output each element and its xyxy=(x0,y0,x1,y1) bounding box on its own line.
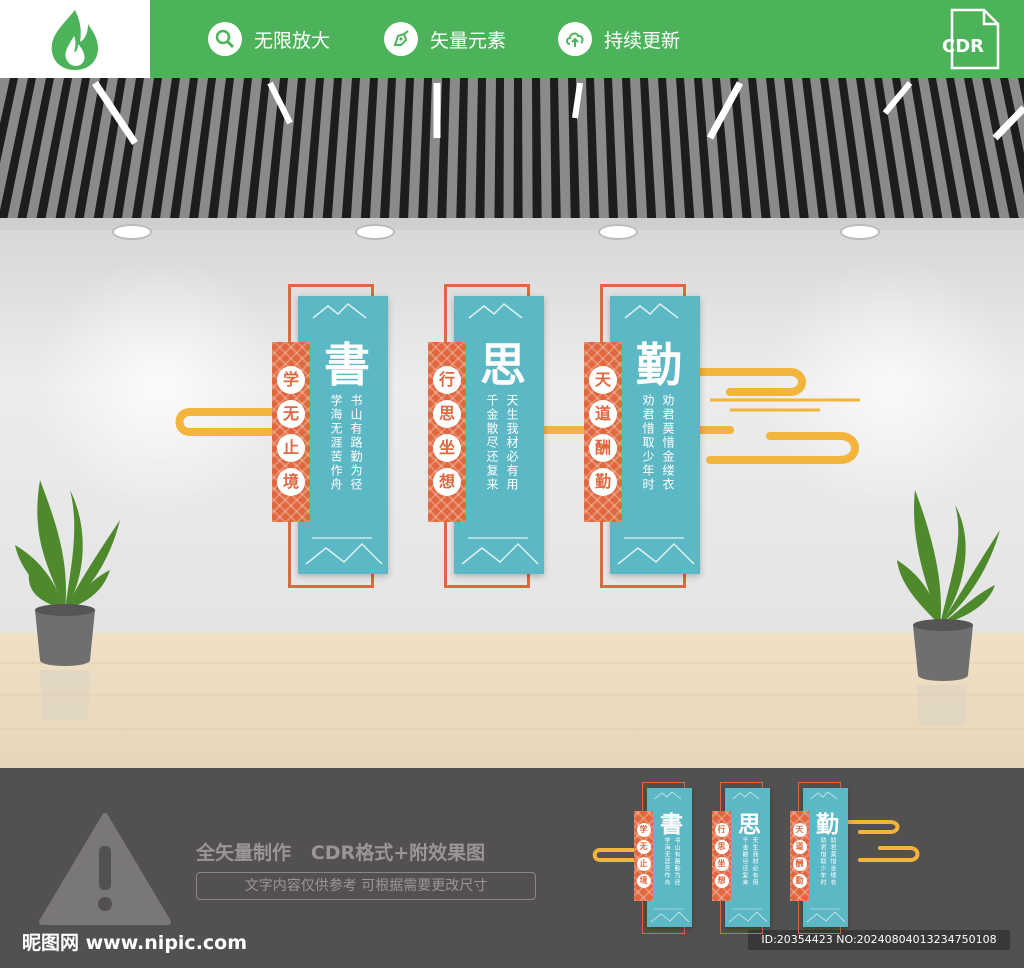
mountain-motif xyxy=(312,303,367,319)
ceiling-slats xyxy=(0,78,1024,218)
mini-side-char: 坐 xyxy=(714,857,729,871)
mini-big-character: 思 xyxy=(738,810,761,838)
side-char: 境 xyxy=(277,468,305,496)
mini-side-char: 酬 xyxy=(792,857,807,871)
mini-big-character: 勤 xyxy=(816,810,839,838)
mini-big-character: 書 xyxy=(660,810,683,838)
panel-2: 行思坐想思天生我材必有用千金散尽还复来 xyxy=(424,284,564,594)
mini-wave-motif xyxy=(728,908,768,923)
mini-wave-motif xyxy=(806,908,846,923)
poem-line: 天生我材必有用 xyxy=(505,394,519,492)
mini-panel-1: 学无止境 書书山有路勤为径学海无涯苦作舟 xyxy=(632,782,702,937)
feature-update: 持续更新 xyxy=(558,20,680,58)
ceiling-light-2 xyxy=(355,224,395,240)
poem-line: 书山有路勤为径 xyxy=(349,394,363,492)
site-logo[interactable] xyxy=(0,0,150,78)
mini-poem-line: 学海无涯苦作舟 xyxy=(663,837,670,886)
mini-side-char: 行 xyxy=(714,823,729,837)
mini-side-char: 无 xyxy=(636,840,651,854)
mini-cloud-lines xyxy=(592,820,920,862)
mini-wave-motif xyxy=(650,908,690,923)
cloud-upload-icon xyxy=(558,22,592,56)
mini-poem-line: 书山有路勤为径 xyxy=(673,837,680,886)
feature-zoom-label: 无限放大 xyxy=(254,29,331,52)
mini-teal-board xyxy=(803,788,848,927)
potted-plant-right xyxy=(897,490,1000,725)
mountain-motif xyxy=(624,303,679,319)
poem-line: 劝君惜取少年时 xyxy=(641,394,655,492)
mini-teal-board xyxy=(725,788,770,927)
mini-poem-line: 劝君惜取少年时 xyxy=(819,837,826,886)
mini-side-char: 道 xyxy=(792,840,807,854)
teal-board xyxy=(454,296,544,574)
poem-line: 学海无涯苦作舟 xyxy=(329,394,343,492)
magnifier-icon xyxy=(208,22,242,56)
mini-mountain-motif xyxy=(654,791,682,800)
mini-side-char: 思 xyxy=(714,840,729,854)
mini-side-char: 勤 xyxy=(792,874,807,888)
mini-panel-2: 行思坐想思天生我材必有用千金散尽还复来 xyxy=(710,782,780,937)
mini-side-char: 学 xyxy=(636,823,651,837)
cdr-badge-label: CDR xyxy=(942,36,985,57)
image-id-line: ID:20354423 NO:20240804013234750108 xyxy=(748,930,1010,950)
side-char: 止 xyxy=(277,434,305,462)
side-char: 思 xyxy=(433,400,461,428)
side-char: 天 xyxy=(589,366,617,394)
ceiling-light-3 xyxy=(598,224,638,240)
mini-teal-board xyxy=(647,788,692,927)
mini-poem-line: 天生我材必有用 xyxy=(751,837,758,886)
mini-side-char: 天 xyxy=(792,823,807,837)
side-char: 勤 xyxy=(589,468,617,496)
ceiling-light-1 xyxy=(112,224,152,240)
feature-update-label: 持续更新 xyxy=(604,29,681,52)
side-char: 无 xyxy=(277,400,305,428)
ceiling-light-4 xyxy=(840,224,880,240)
poem-line: 劝君莫惜金缕衣 xyxy=(661,394,675,492)
mini-poem-line: 劝君莫惜金缕衣 xyxy=(829,837,836,886)
poem-line: 千金散尽还复来 xyxy=(485,394,499,492)
footer-title: 全矢量制作 CDR格式+附效果图 xyxy=(196,842,486,864)
cdr-file-icon: CDR xyxy=(940,8,1002,70)
mini-mountain-motif xyxy=(732,791,760,800)
mini-side-char: 境 xyxy=(636,874,651,888)
feature-vector: 矢量元素 xyxy=(384,20,506,58)
side-char: 想 xyxy=(433,468,461,496)
side-char: 行 xyxy=(433,366,461,394)
warning-icon xyxy=(39,813,171,925)
mini-mountain-motif xyxy=(810,791,838,800)
side-char: 道 xyxy=(589,400,617,428)
mini-side-char: 想 xyxy=(714,874,729,888)
mini-side-char: 止 xyxy=(636,857,651,871)
panel-3: 天道酬勤勤劝君莫惜金缕衣劝君惜取少年时 xyxy=(580,284,720,594)
feature-zoom: 无限放大 xyxy=(208,20,330,58)
wave-motif xyxy=(617,537,695,565)
mini-panel-3: 天道酬勤勤劝君莫惜金缕衣劝君惜取少年时 xyxy=(788,782,858,937)
potted-plant-left xyxy=(15,480,120,720)
mini-poem-line: 千金散尽还复来 xyxy=(741,837,748,886)
wave-motif xyxy=(461,537,539,565)
wave-motif xyxy=(305,537,383,565)
side-char: 坐 xyxy=(433,434,461,462)
teal-board xyxy=(610,296,700,574)
panel-1: 学无止境 書书山有路勤为径学海无涯苦作舟 xyxy=(268,284,408,594)
big-character: 書 xyxy=(324,338,370,392)
vector-pen-icon xyxy=(384,22,418,56)
flame-icon xyxy=(51,10,98,70)
mountain-motif xyxy=(468,303,523,319)
big-character: 勤 xyxy=(636,338,682,392)
footer-subtitle: 文字内容仅供参考 可根据需要更改尺寸 xyxy=(196,872,536,900)
side-char: 酬 xyxy=(589,434,617,462)
side-char: 学 xyxy=(277,366,305,394)
feature-vector-label: 矢量元素 xyxy=(430,29,507,52)
wood-floor xyxy=(0,633,1024,768)
teal-board xyxy=(298,296,388,574)
big-character: 思 xyxy=(480,338,526,392)
site-watermark[interactable]: 昵图网 www.nipic.com xyxy=(22,932,248,954)
